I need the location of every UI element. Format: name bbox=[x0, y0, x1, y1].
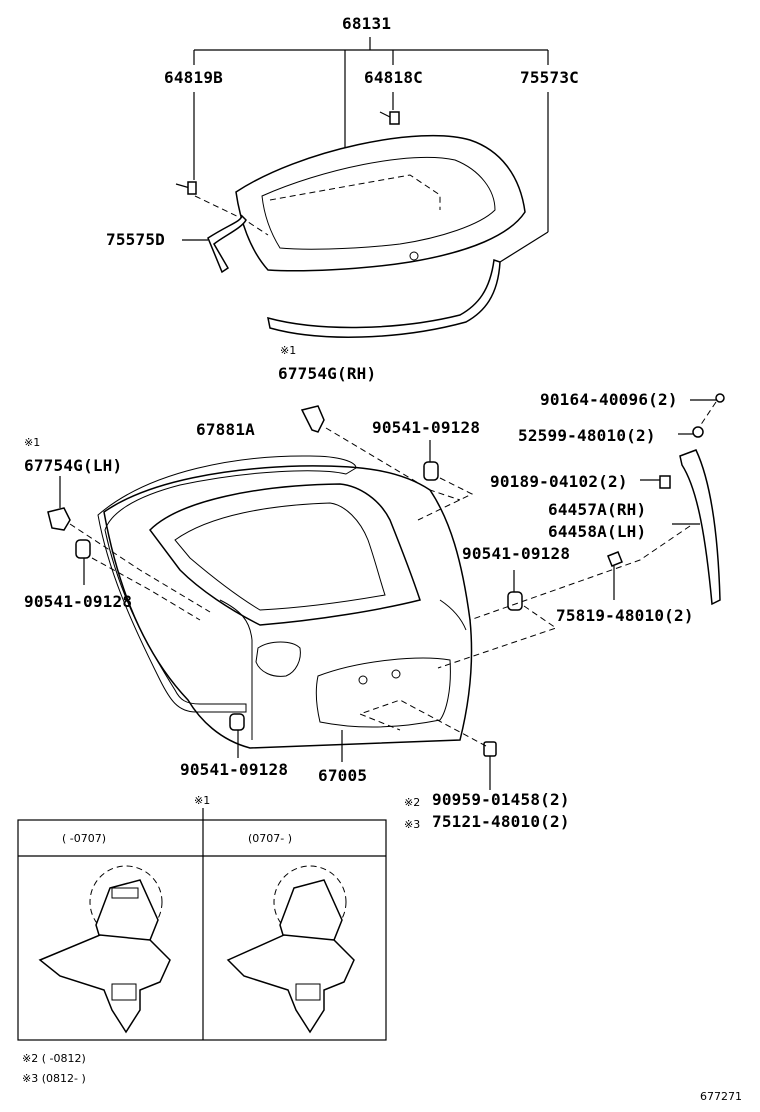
weatherstrip-75573C bbox=[267, 259, 501, 338]
mark-2: ※2 bbox=[404, 796, 421, 809]
label-67754G-lh: 67754G(LH) bbox=[24, 456, 123, 475]
back-door-panel-67005 bbox=[103, 465, 473, 749]
label-75573C: 75573C bbox=[520, 68, 579, 87]
nut-52599 bbox=[678, 401, 717, 438]
label-67754G-rh: 67754G(RH) bbox=[278, 364, 377, 383]
plug-90959 bbox=[358, 699, 497, 790]
label-90189: 90189-04102(2) bbox=[490, 472, 628, 491]
label-90541-right: 90541-09128 bbox=[462, 544, 571, 563]
bolt-90189 bbox=[640, 475, 671, 489]
label-52599: 52599-48010(2) bbox=[518, 426, 656, 445]
inset-drawing-early bbox=[38, 865, 171, 1034]
inset-mark: ※1 bbox=[194, 794, 211, 807]
footnote-3: ※3 (0812- ) bbox=[22, 1072, 86, 1085]
label-90164: 90164-40096(2) bbox=[540, 390, 678, 409]
leader-68131 bbox=[182, 37, 549, 263]
footnote-2: ※2 ( -0812) bbox=[22, 1052, 86, 1065]
stopper-bottom-left bbox=[229, 713, 245, 758]
label-64458A: 64458A(LH) bbox=[548, 522, 647, 541]
label-90541-upper: 90541-09128 bbox=[372, 418, 481, 437]
clip-64818C bbox=[379, 111, 400, 125]
mark-1-rh: ※1 bbox=[280, 344, 297, 357]
label-90541-bottom: 90541-09128 bbox=[180, 760, 289, 779]
stopper-lower-right bbox=[437, 570, 558, 669]
label-90541-left: 90541-09128 bbox=[24, 592, 133, 611]
label-67005: 67005 bbox=[318, 766, 368, 785]
garnish-64457A-64458A bbox=[469, 449, 721, 621]
label-64457A: 64457A(RH) bbox=[548, 500, 647, 519]
bracket-67754G-lh bbox=[47, 476, 211, 613]
molding-75575D bbox=[207, 214, 247, 274]
label-75819: 75819-48010(2) bbox=[556, 606, 694, 625]
inset-drawing-late bbox=[226, 865, 355, 1034]
label-75575D: 75575D bbox=[106, 230, 165, 249]
screw-90164 bbox=[690, 393, 725, 403]
mark-1-lh: ※1 bbox=[24, 436, 41, 449]
label-64819B: 64819B bbox=[164, 68, 223, 87]
label-75121: 75121-48010(2) bbox=[432, 812, 570, 831]
inset-column-late: (0707- ) bbox=[248, 832, 293, 845]
clip-64819B bbox=[175, 181, 197, 195]
label-64818C: 64818C bbox=[364, 68, 423, 87]
label-68131: 68131 bbox=[342, 14, 392, 33]
clip-75819 bbox=[607, 551, 623, 600]
mark-3: ※3 bbox=[404, 818, 421, 831]
stopper-upper-right bbox=[417, 440, 474, 521]
inset-column-early: ( -0707) bbox=[62, 832, 107, 845]
stopper-left bbox=[75, 539, 201, 621]
weatherstrip-67881A bbox=[97, 455, 357, 713]
label-67881A: 67881A bbox=[196, 420, 255, 439]
diagram-id: 677271 bbox=[700, 1090, 742, 1103]
back-door-glass-frame bbox=[194, 134, 526, 272]
inset-box bbox=[17, 808, 387, 1041]
label-90959: 90959-01458(2) bbox=[432, 790, 570, 809]
